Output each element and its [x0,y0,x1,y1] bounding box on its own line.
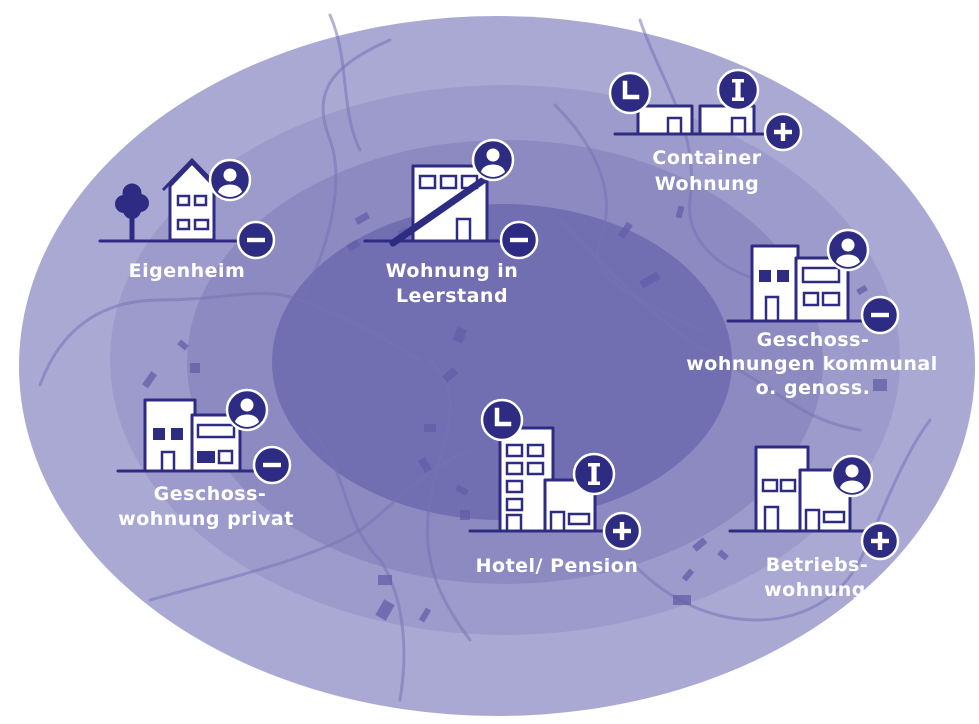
minus-icon [860,295,900,335]
person-icon [208,158,252,202]
minus-icon [236,220,276,260]
block [692,537,708,552]
block [354,211,371,225]
apartment-building-icon [750,244,850,323]
privat-label-line-2: wohnung privat [118,508,294,530]
housing-geschosswohnung-privat: Geschoss- wohnung privat [116,388,294,530]
hotel-label: Hotel/ Pension [476,555,639,577]
road [425,358,472,642]
clock-icon [482,400,522,440]
housing-wohnung-leerstand: Wohnung in Leerstand [363,138,539,307]
minus-icon [499,220,539,260]
container-icon [636,104,756,136]
eigenheim-label: Eigenheim [129,260,246,282]
block [442,367,458,383]
road [628,418,932,622]
apartment-building-icon [143,398,242,473]
kommunal-label-line-2: wohnungen kommunal [686,353,938,375]
block [418,607,432,623]
person-icon [471,138,515,182]
hotel-building-icon [498,426,597,533]
road [148,448,472,602]
betrieb-label-line-2: wohnung [764,579,866,601]
housing-eigenheim: Eigenheim [98,157,276,282]
info-icon [716,68,760,112]
block [378,575,392,585]
road [298,38,392,302]
person-icon [225,388,269,432]
block [142,371,158,389]
plus-icon [763,112,803,152]
kommunal-label-line-3: o. genoss. [756,377,871,399]
block [452,326,468,344]
leerstand-label-line-2: Leerstand [396,285,508,307]
road [558,218,862,432]
road [638,18,762,282]
strike-through-icon [389,166,502,247]
housing-hotel-pension: Hotel/ Pension [468,400,642,577]
scattered-blocks [142,205,887,623]
block [675,205,685,219]
kommunal-label-line-1: Geschoss- [757,329,870,351]
block [873,379,887,391]
betrieb-label-line-1: Betriebs- [766,554,869,576]
road [553,103,702,332]
block [681,568,695,582]
clock-icon [610,73,650,113]
privat-label-line-1: Geschoss- [154,483,267,505]
block [617,221,633,239]
block [639,271,661,289]
person-icon [826,228,870,272]
minus-icon [252,445,292,485]
block [673,595,691,605]
block [856,284,868,296]
block [418,456,432,474]
housing-geschosswohnungen-kommunal: Geschoss- wohnungen kommunal o. genoss. [686,228,938,399]
info-icon [572,452,616,496]
leerstand-label-line-1: Wohnung in [386,260,519,282]
container-label-line-1: Container [652,147,761,169]
block [375,599,395,621]
block [455,484,469,496]
house-icon [161,157,223,242]
block [177,339,189,351]
block [346,239,361,252]
block [190,363,200,373]
block [717,549,729,561]
zone-inner [272,204,732,520]
plus-icon [602,511,642,551]
road [328,13,362,152]
road-network [38,13,932,702]
road [308,428,406,702]
block [460,510,470,520]
housing-container-wohnung: Container Wohnung [610,68,803,195]
block [424,424,436,432]
container-label-line-2: Wohnung [655,173,760,195]
housing-betriebswohnung: Betriebs- wohnung [728,445,900,601]
person-icon [830,454,874,498]
road [38,291,422,387]
tree-icon [115,183,149,240]
